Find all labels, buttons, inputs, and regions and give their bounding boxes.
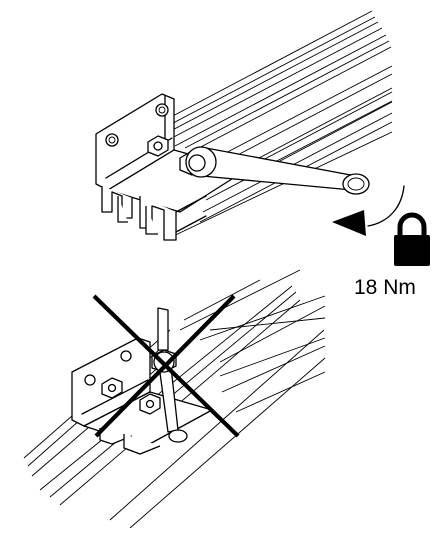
bottom-bracket <box>71 337 213 455</box>
torque-value-label: 18 Nm <box>354 276 416 299</box>
top-bracket <box>95 93 247 241</box>
curved-arrow-icon <box>332 185 405 236</box>
x-cross-icon <box>92 294 240 438</box>
top-figure-correct <box>95 10 430 266</box>
bottom-figure-incorrect <box>23 269 326 529</box>
bottom-wrench <box>153 307 188 443</box>
padlock-icon <box>394 212 430 266</box>
top-wrench <box>185 146 370 195</box>
